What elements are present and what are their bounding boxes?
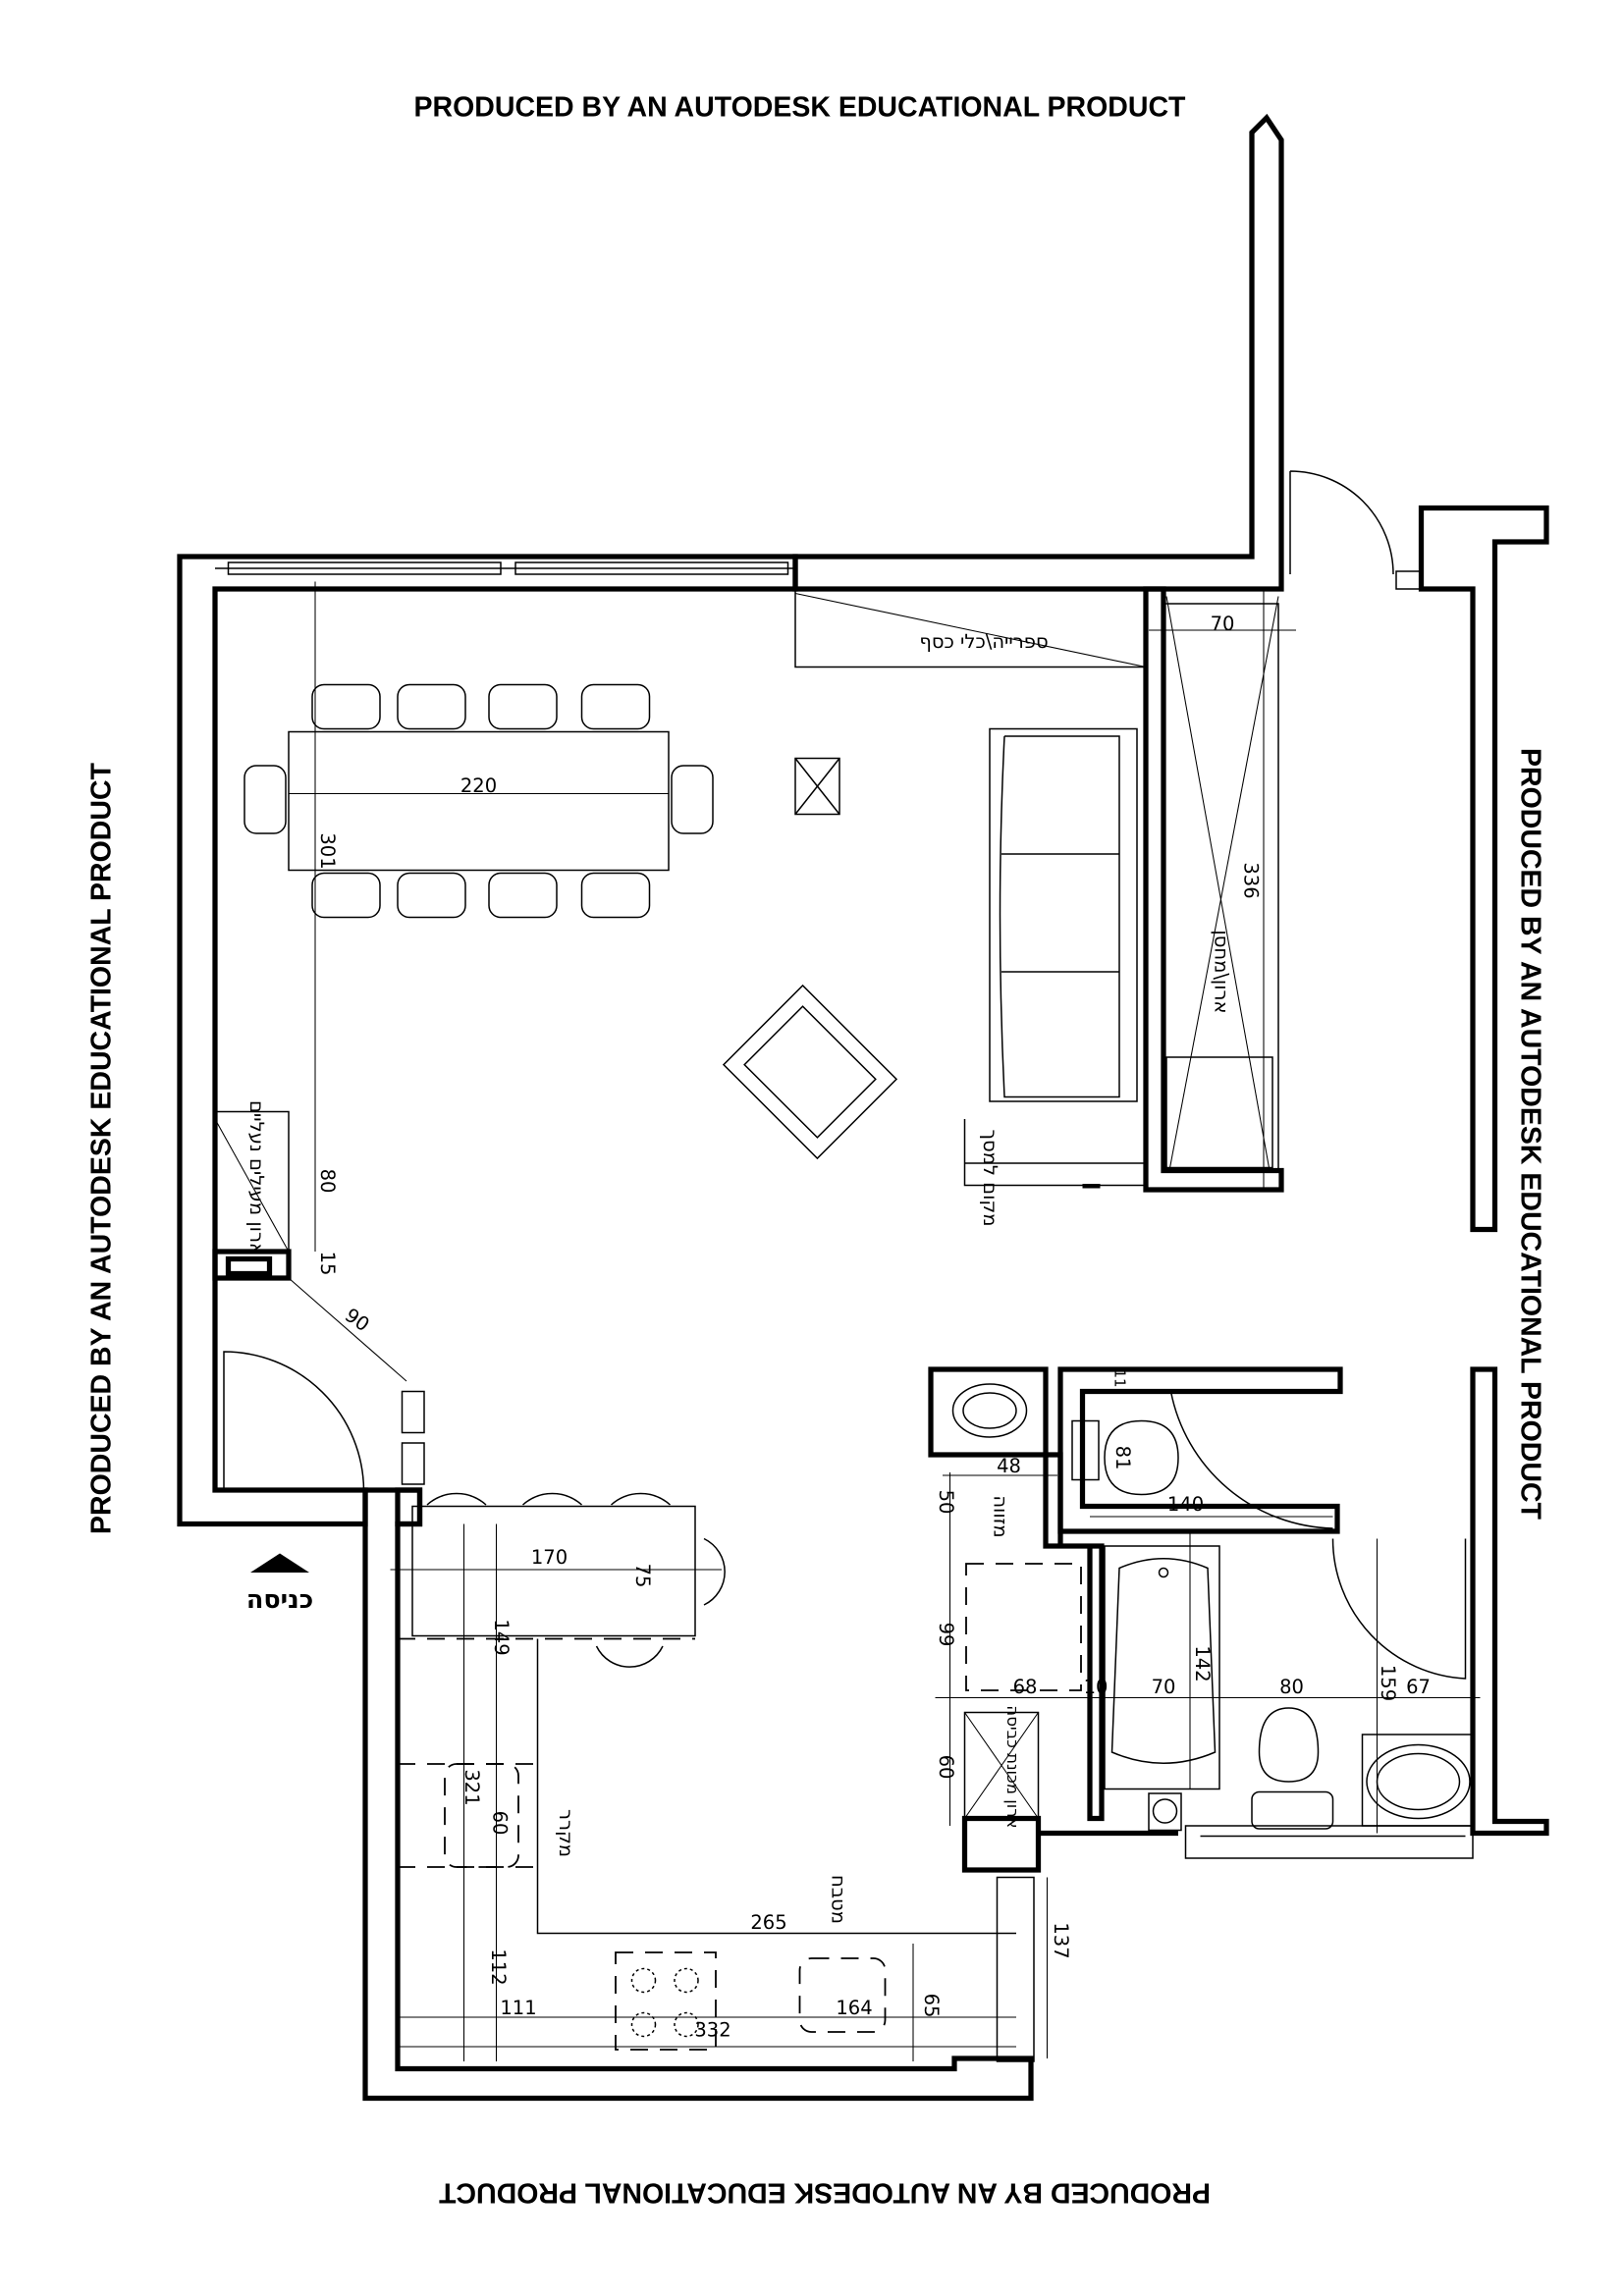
dim-label: 137 xyxy=(1050,1922,1072,1958)
kitchen-island xyxy=(411,1505,696,1637)
toilet-wc xyxy=(1071,1419,1179,1496)
bathroom-door[interactable] xyxy=(1331,1538,1467,1680)
watermark-bottom: PRODUCED BY AN AUTODESK EDUCATIONAL PROD… xyxy=(438,2177,1210,2209)
balcony-door[interactable] xyxy=(1289,470,1394,575)
label-library: ספרייה\כלי כסף xyxy=(919,630,1048,653)
dim-label: 111 xyxy=(500,1997,536,2019)
dim-label: 75 xyxy=(631,1564,654,1588)
washing-machine xyxy=(965,1563,1082,1691)
dim-label: 10 xyxy=(1084,1676,1109,1698)
label-fridge: מקרר xyxy=(555,1809,577,1857)
watermark-right: PRODUCED BY AN AUTODESK EDUCATIONAL PROD… xyxy=(1515,748,1546,1520)
dim-label: 80 xyxy=(316,1169,339,1194)
walls xyxy=(177,113,1549,2102)
dim-label: 112 xyxy=(487,1949,510,1985)
entrance-arrow-icon xyxy=(250,1553,309,1573)
dim-label: 48 xyxy=(997,1455,1021,1477)
label-kitchen: מטבח xyxy=(828,1875,850,1924)
dim-label: 140 xyxy=(1167,1493,1204,1516)
watermark-left: PRODUCED BY AN AUTODESK EDUCATIONAL PROD… xyxy=(86,762,118,1533)
entrance-door[interactable] xyxy=(223,1351,365,1491)
dim-label: 220 xyxy=(460,774,497,797)
dim-label: 60 xyxy=(489,1811,512,1836)
label-tv: מקום למסך xyxy=(979,1130,1001,1227)
dim-label: 149 xyxy=(490,1619,513,1655)
dim-label: 11 xyxy=(1111,1368,1129,1387)
kitchen-sink-2 xyxy=(798,1957,887,2033)
dim-label: 336 xyxy=(1240,862,1263,898)
bar-stools xyxy=(426,1492,726,1668)
label-coat-closet: ארון מעילים נעליים xyxy=(245,1100,268,1255)
dim-label: 90 xyxy=(341,1304,374,1336)
dim-label: 159 xyxy=(1377,1665,1399,1701)
sink-bathroom xyxy=(1361,1734,1474,1827)
dim-label: 332 xyxy=(694,2019,730,2042)
dim-label: 99 xyxy=(935,1623,957,1647)
dim-label: 70 xyxy=(1152,1676,1176,1698)
dim-label: 301 xyxy=(316,832,339,869)
dim-label: 67 xyxy=(1406,1676,1431,1698)
dim-label: 50 xyxy=(935,1490,957,1515)
dim-label: 164 xyxy=(836,1997,872,2019)
sofa xyxy=(989,727,1138,1102)
sink-wc xyxy=(951,1383,1028,1438)
label-entrance: כניסה xyxy=(246,1585,313,1615)
bathroom-window xyxy=(1184,1825,1474,1859)
dim-label: 70 xyxy=(1211,613,1235,635)
dim-label: 321 xyxy=(460,1769,483,1805)
cooktop xyxy=(615,1951,717,2051)
dim-label: 68 xyxy=(1013,1676,1038,1698)
dim-label: 170 xyxy=(531,1546,568,1569)
dim-label: 60 xyxy=(935,1755,957,1780)
label-storage-closet: ארון\מחסן xyxy=(1211,930,1233,1013)
wc-door[interactable] xyxy=(1169,1391,1333,1529)
bathtub xyxy=(1104,1545,1220,1832)
dining-table xyxy=(243,683,714,919)
toilet-bathroom xyxy=(1251,1707,1334,1830)
dim-label: 142 xyxy=(1191,1645,1214,1682)
watermark-top: PRODUCED BY AN AUTODESK EDUCATIONAL PROD… xyxy=(414,92,1186,124)
dim-label: 15 xyxy=(316,1252,339,1276)
kitchen-sink xyxy=(444,1763,519,1868)
label-pantry: מזווה xyxy=(990,1495,1012,1537)
dim-label: 81 xyxy=(1111,1446,1134,1470)
label-laundry: ארון מכונת כביסה xyxy=(1003,1705,1022,1828)
dim-label: 80 xyxy=(1279,1676,1304,1698)
kitchen-window xyxy=(996,1876,1035,2062)
dim-label: 65 xyxy=(920,1994,943,2018)
dim-label: 265 xyxy=(750,1911,786,1934)
column-marker xyxy=(794,757,840,816)
armchair xyxy=(722,984,898,1160)
